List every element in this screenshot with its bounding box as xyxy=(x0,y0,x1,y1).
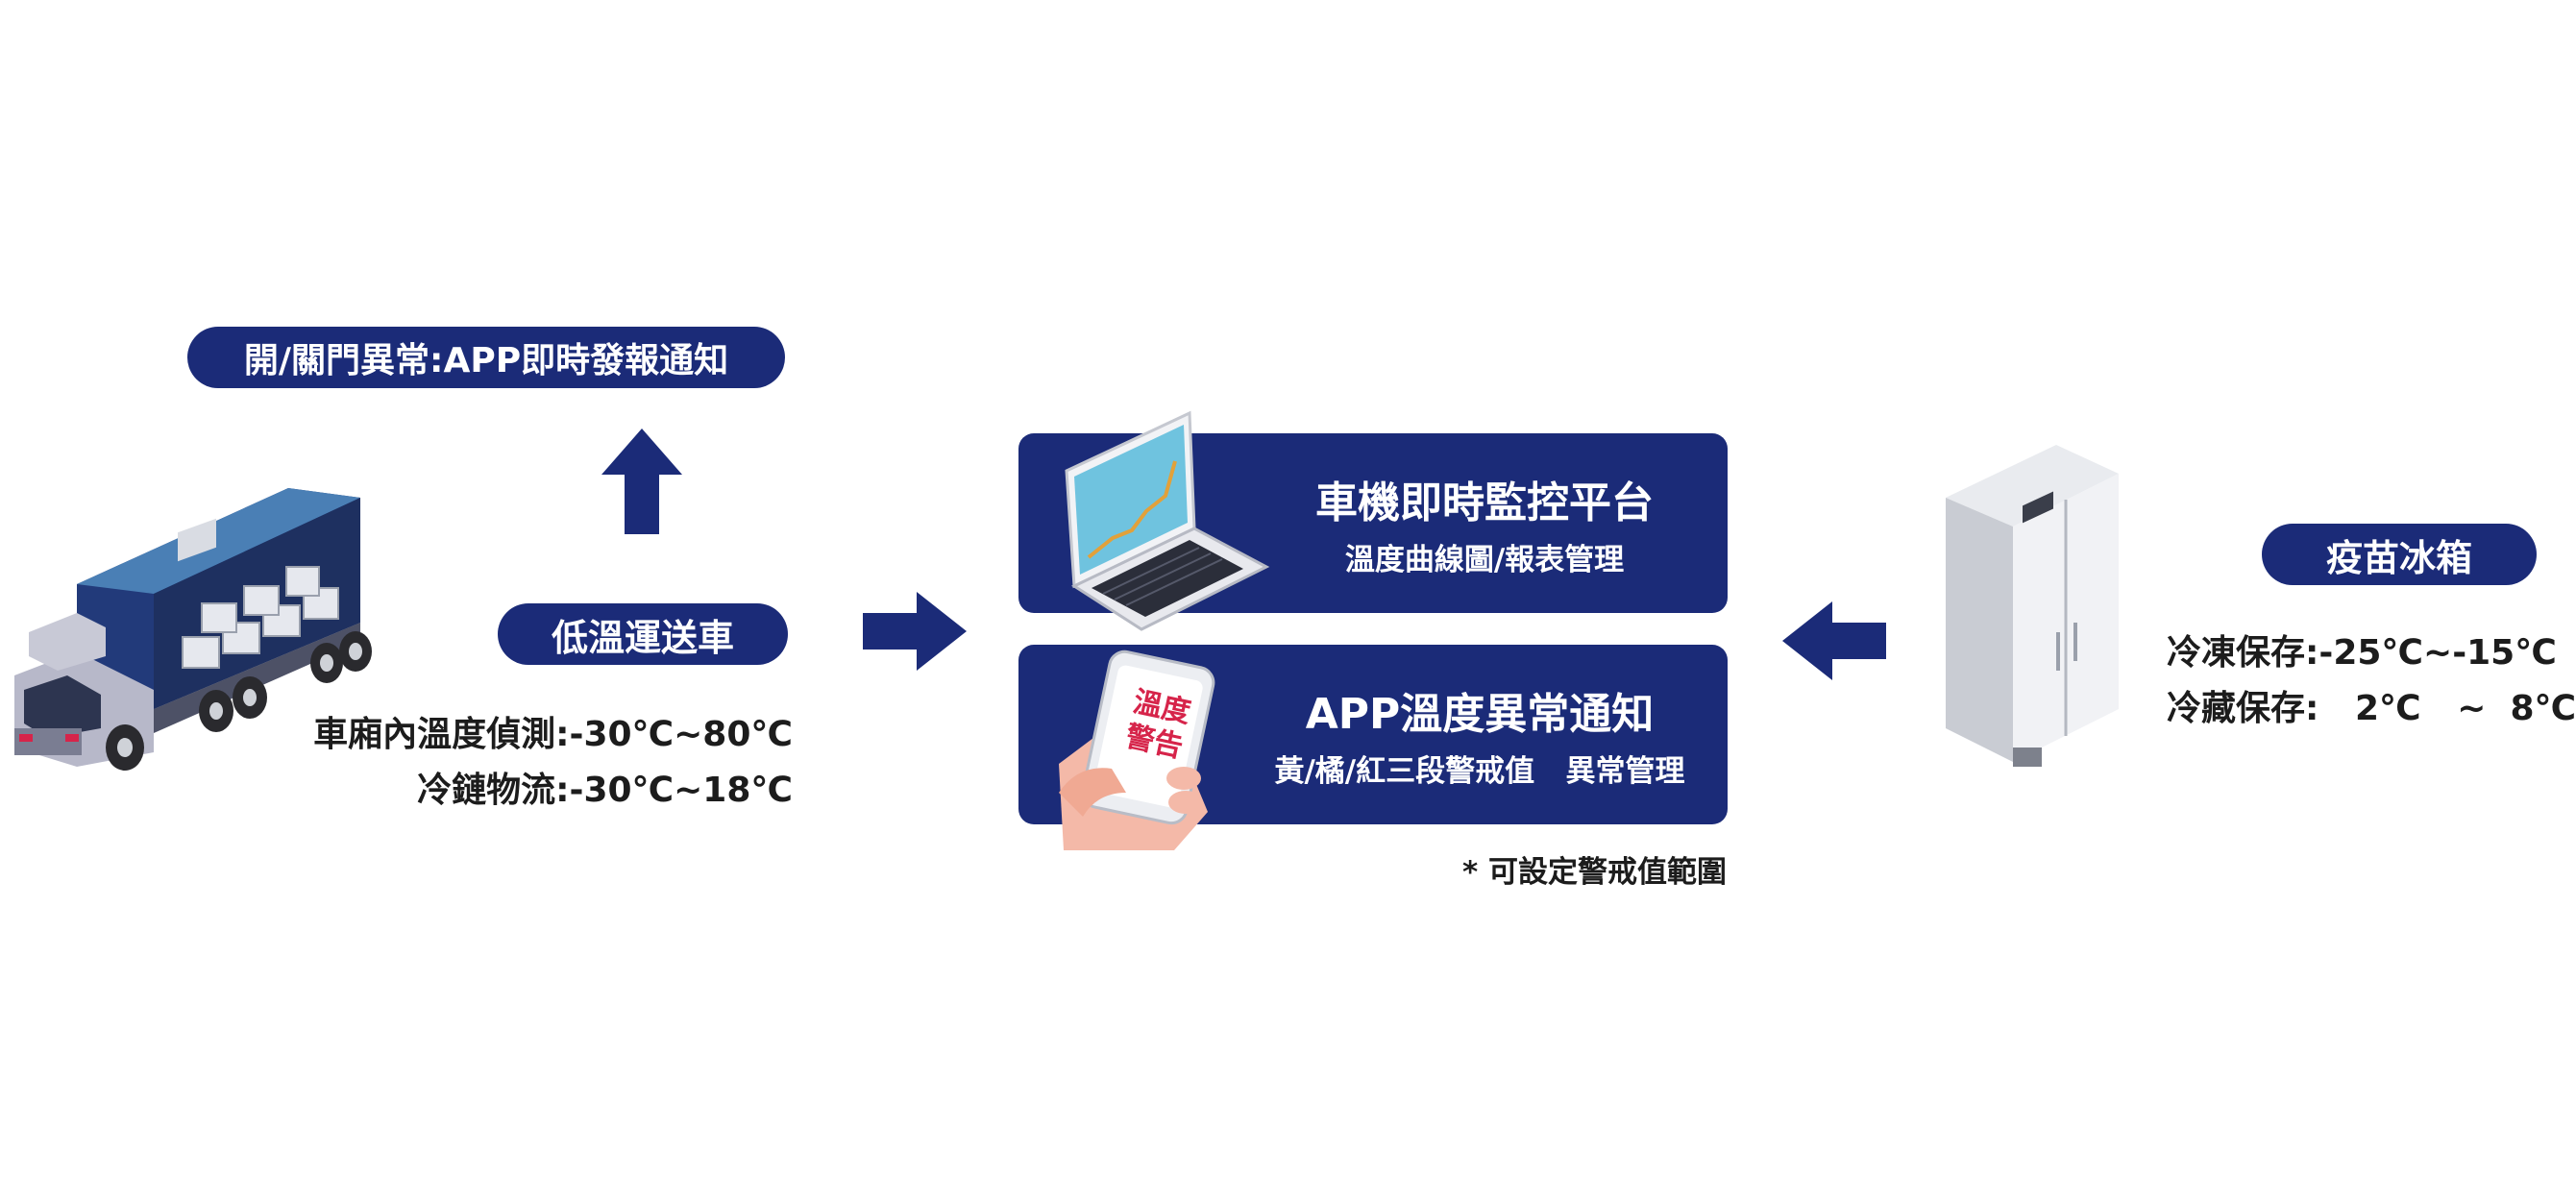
vaccine-fridge-illustration xyxy=(1946,445,2119,767)
fridge-label-pill: 疫苗冰箱 xyxy=(2262,524,2537,585)
fridge-spec-frozen: 冷凍保存:-25℃~-15℃ xyxy=(2167,633,2557,673)
left-arrow-icon xyxy=(1782,601,1886,680)
truck-spec-cabin: 車廂內溫度偵測:-30℃~80℃ xyxy=(313,715,793,754)
door-alert-pill: 開/關門異常:APP即時發報通知 xyxy=(187,327,785,388)
up-arrow-icon xyxy=(601,429,682,534)
fridge-spec-chilled: 冷藏保存: 2℃ ~ 8℃ xyxy=(2167,689,2576,728)
threshold-footnote: * 可設定警戒值範圍 xyxy=(1461,855,1727,890)
truck-label-text: 低溫運送車 xyxy=(551,616,734,659)
fridge-label-text: 疫苗冰箱 xyxy=(2325,536,2472,579)
truck-label-pill: 低溫運送車 xyxy=(498,603,788,665)
laptop-illustration xyxy=(1065,410,1270,631)
platform-subtitle: 溫度曲線圖/報表管理 xyxy=(1344,543,1625,577)
phone-in-hand-illustration: 溫度 警告 xyxy=(1040,649,1227,850)
platform-title: 車機即時監控平台 xyxy=(1315,478,1654,527)
right-arrow-icon xyxy=(863,592,967,671)
app-title: APP溫度異常通知 xyxy=(1305,690,1655,739)
truck-illustration xyxy=(14,488,372,771)
door-alert-text: 開/關門異常:APP即時發報通知 xyxy=(243,341,729,380)
truck-spec-coldchain: 冷鏈物流:-30℃~18℃ xyxy=(417,771,793,810)
app-subtitle: 黃/橘/紅三段警戒值 異常管理 xyxy=(1274,754,1685,789)
